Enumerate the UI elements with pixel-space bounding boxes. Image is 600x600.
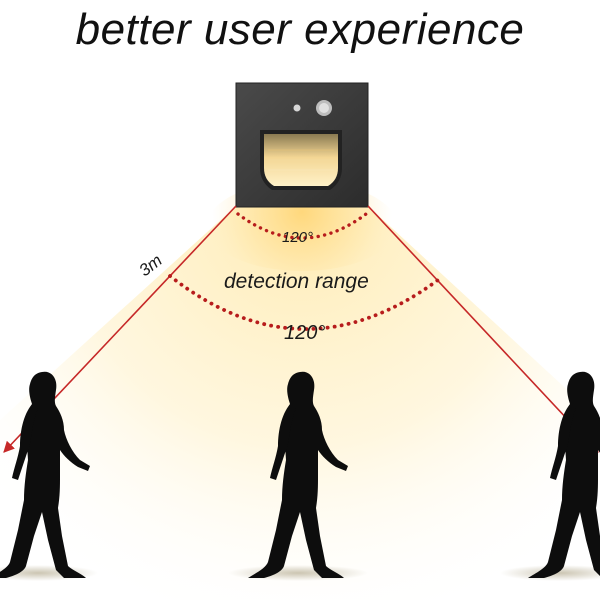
far-angle-arc [168, 274, 440, 331]
far-angle-label: 120° [284, 322, 326, 344]
indicator-led-icon [293, 104, 301, 112]
right-beam-line [367, 205, 599, 453]
stair-light-fixture-icon [235, 82, 369, 208]
walking-woman-silhouette [0, 371, 90, 578]
detection-range-label: detection range [224, 270, 369, 293]
headline: better user experience [75, 5, 525, 54]
near-angle-label: 120° [282, 229, 314, 246]
walking-woman-silhouette [248, 371, 348, 578]
walking-person-center [248, 371, 348, 578]
walking-person-left [0, 371, 90, 578]
ground-shadow [228, 565, 368, 581]
walking-person-right [528, 371, 600, 578]
motion-sensor-icon [316, 100, 332, 116]
walking-woman-silhouette [528, 371, 600, 578]
